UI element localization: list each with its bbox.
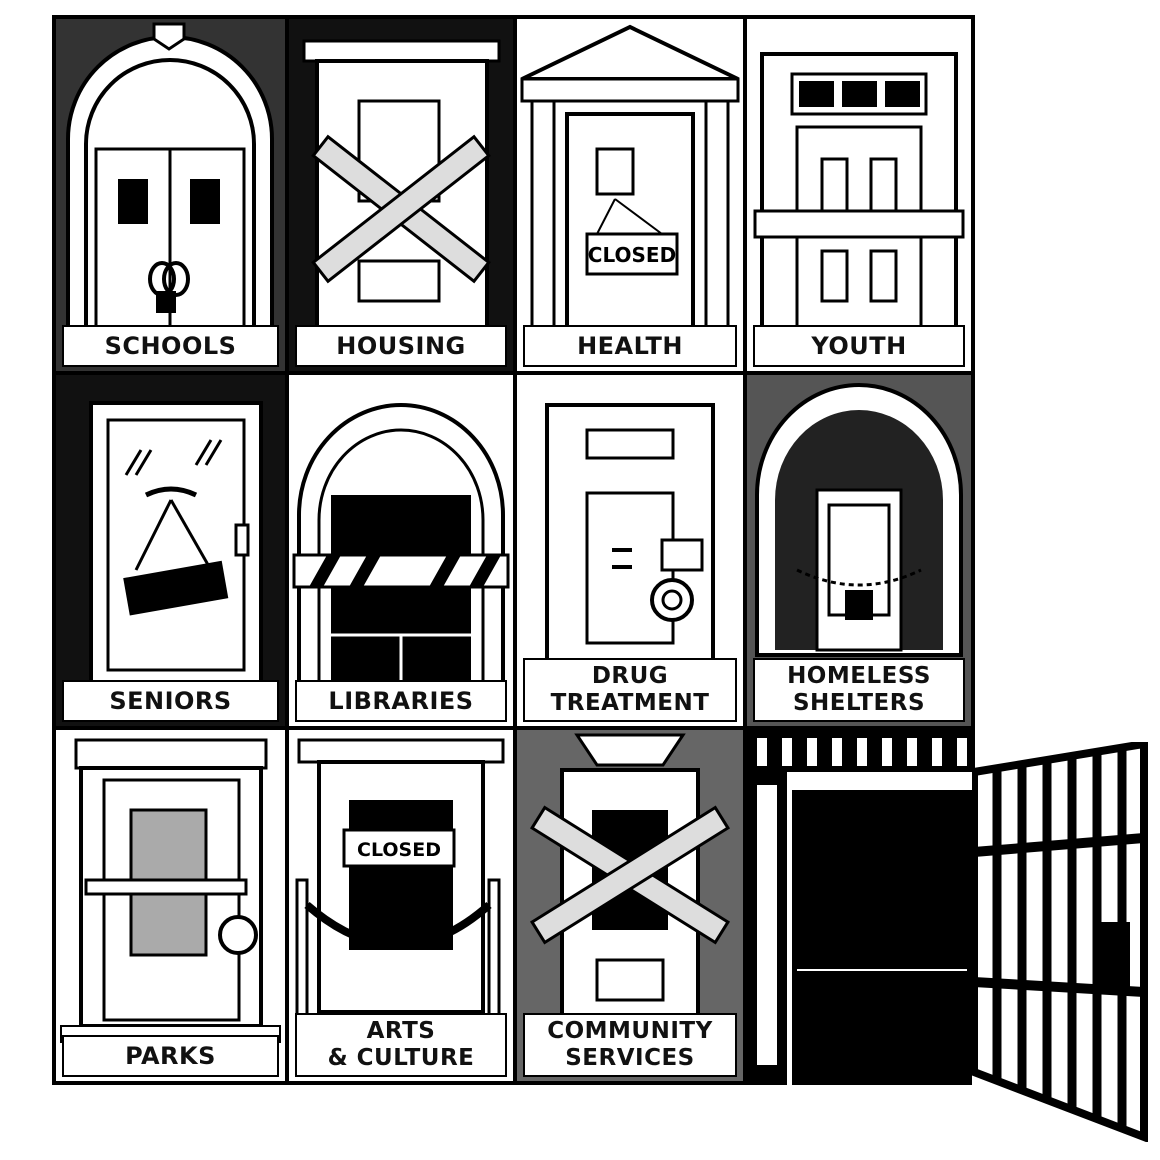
panel-jail <box>747 730 975 1085</box>
barricaded-arch-icon <box>289 375 513 726</box>
closed-sign: CLOSED <box>357 839 441 861</box>
label-line: SERVICES <box>565 1045 695 1071</box>
label-line: HOMELESS <box>787 663 931 689</box>
label-youth: YOUTH <box>753 325 965 367</box>
label-line: TREATMENT <box>550 690 710 716</box>
cartoon-door-grid: SCHOOLS HOUSING CLOSED HEALTH <box>52 15 975 1085</box>
label-housing: HOUSING <box>295 325 507 367</box>
label-line: COMMUNITY <box>547 1018 713 1044</box>
boarded-door-icon <box>302 39 501 338</box>
panel-youth: YOUTH <box>747 19 971 371</box>
panel-homeless-shelters: HOMELESS SHELTERS <box>747 375 971 726</box>
label-drug-treatment: DRUG TREATMENT <box>523 658 737 722</box>
label-arts-culture: ARTS & CULTURE <box>295 1013 507 1077</box>
label-line: ARTS <box>366 1018 436 1044</box>
panel-drug-treatment: DRUG TREATMENT <box>517 375 743 726</box>
locked-gate-door-icon <box>56 730 285 1081</box>
label-line: & CULTURE <box>327 1045 475 1071</box>
panel-seniors: SENIORS <box>56 375 285 726</box>
open-jail-cell-icon <box>747 730 975 1085</box>
panel-libraries: LIBRARIES <box>289 375 513 726</box>
arched-door-chained-icon <box>56 19 285 371</box>
barred-door-icon <box>747 19 971 371</box>
panel-housing: HOUSING <box>289 19 513 371</box>
label-seniors: SENIORS <box>62 680 279 722</box>
panel-arts-culture: CLOSED ARTS & CULTURE <box>289 730 513 1081</box>
closed-sign: CLOSED <box>588 243 676 267</box>
panel-schools: SCHOOLS <box>56 19 285 371</box>
panel-parks: PARKS <box>56 730 285 1081</box>
open-jail-door-icon <box>972 742 1148 1142</box>
label-community-services: COMMUNITY SERVICES <box>523 1013 737 1077</box>
label-schools: SCHOOLS <box>62 325 279 367</box>
panel-health: CLOSED HEALTH <box>517 19 743 371</box>
label-line: SHELTERS <box>792 690 926 716</box>
columned-door-icon: CLOSED <box>517 19 743 371</box>
padlocked-door-icon <box>517 375 743 726</box>
label-homeless-shelters: HOMELESS SHELTERS <box>753 658 965 722</box>
label-health: HEALTH <box>523 325 737 367</box>
broken-glass-door-icon <box>89 401 263 690</box>
label-parks: PARKS <box>62 1035 279 1077</box>
label-line: DRUG <box>591 663 669 689</box>
label-libraries: LIBRARIES <box>295 680 507 722</box>
panel-community-services: COMMUNITY SERVICES <box>517 730 743 1081</box>
